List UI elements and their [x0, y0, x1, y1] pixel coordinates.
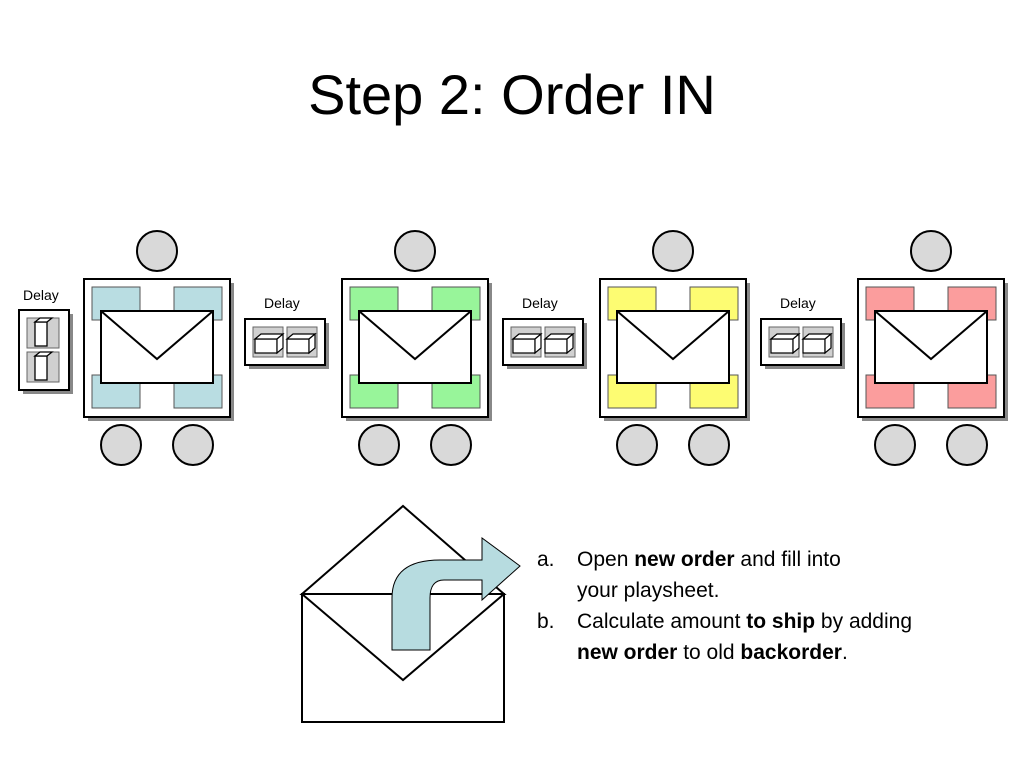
person-circle: [358, 424, 400, 466]
page-title: Step 2: Order IN: [308, 63, 716, 126]
order-envelope-icon: [616, 310, 730, 384]
shipment-icon: [544, 333, 574, 354]
order-envelope-icon: [100, 310, 214, 384]
person-circle: [652, 230, 694, 272]
emphasis-text: new order: [634, 548, 735, 571]
step-marker: a.: [537, 548, 555, 571]
person-circle: [172, 424, 214, 466]
person-circle: [616, 424, 658, 466]
delay-label: Delay: [522, 295, 558, 311]
shipment-icon: [286, 333, 316, 354]
instruction-text: your playsheet.: [577, 579, 720, 602]
delay-label: Delay: [23, 287, 59, 303]
horizontal-delay: [244, 318, 329, 369]
horizontal-delay: [502, 318, 587, 369]
instruction-text: Open: [577, 548, 635, 571]
person-circle: [946, 424, 988, 466]
open-order-envelope-icon: [299, 504, 521, 723]
person-circle: [394, 230, 436, 272]
instruction-list: a. Open new order and fill into your plays…: [537, 544, 1007, 668]
person-circle: [874, 424, 916, 466]
person-circle: [100, 424, 142, 466]
emphasis-text: backorder: [740, 641, 842, 664]
shipment-icon: [254, 333, 284, 354]
person-circle: [688, 424, 730, 466]
instruction-step: a. Open new order and fill into your plays…: [537, 544, 1007, 606]
order-envelope-icon: [874, 310, 988, 384]
step-marker: b.: [537, 610, 555, 633]
emphasis-text: new order: [577, 641, 678, 664]
station-retailer: [83, 230, 234, 466]
station-wholesaler: [341, 230, 492, 466]
instruction-text: by adding: [815, 610, 913, 633]
station-distributor: [599, 230, 750, 466]
instruction-text: .: [841, 641, 848, 664]
shipment-icon: [512, 333, 542, 354]
order-envelope-icon: [358, 310, 472, 384]
delay-label: Delay: [780, 295, 816, 311]
person-circle: [910, 230, 952, 272]
instruction-step: b. Calculate amount to ship by adding new …: [537, 606, 1007, 668]
station-factory: [857, 230, 1008, 466]
person-circle: [430, 424, 472, 466]
instruction-text: Calculate amount: [577, 610, 747, 633]
shipment-icon: [770, 333, 800, 354]
arrow-icon: [391, 537, 521, 651]
emphasis-text: to ship: [746, 610, 816, 633]
instruction-text: to old: [677, 641, 741, 664]
horizontal-delay: [760, 318, 845, 369]
delay-label: Delay: [264, 295, 300, 311]
vertical-delay: [18, 309, 73, 394]
instruction-text: and fill into: [734, 548, 841, 571]
shipment-icon: [802, 333, 832, 354]
person-circle: [136, 230, 178, 272]
